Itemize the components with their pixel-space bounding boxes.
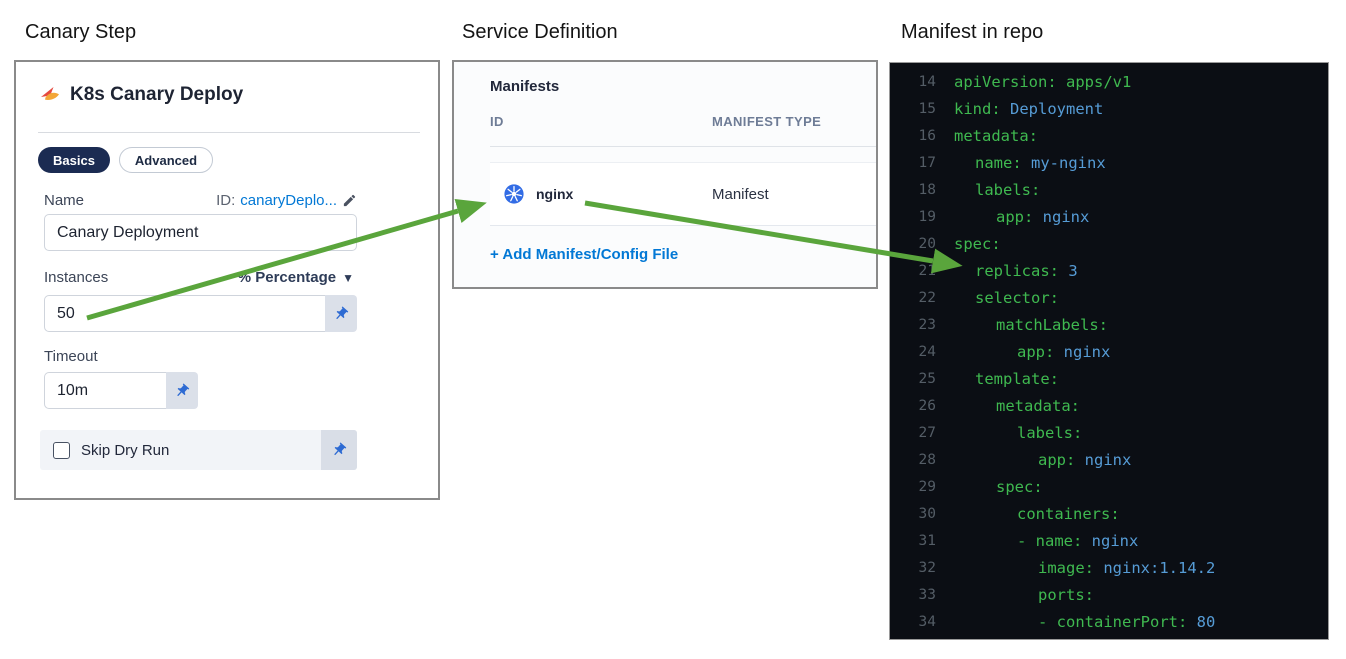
manifest-id: nginx <box>536 186 574 202</box>
skip-dry-run-label: Skip Dry Run <box>81 441 170 459</box>
manifests-title: Manifests <box>490 78 560 95</box>
timeout-pin-button[interactable] <box>166 372 198 409</box>
title-divider <box>38 132 420 133</box>
name-label: Name <box>44 192 85 209</box>
pin-icon <box>177 383 190 396</box>
manifest-type: Manifest <box>712 185 769 203</box>
manifest-row-nginx[interactable]: nginx Manifest <box>490 162 876 226</box>
chevron-down-icon: ▼ <box>342 270 354 285</box>
tab-basics[interactable]: Basics <box>38 147 110 173</box>
pin-icon <box>336 306 349 319</box>
unit-type-dropdown[interactable]: % Percentage ▼ <box>238 269 354 286</box>
code-line: 34- containerPort: 80 <box>918 613 1216 631</box>
canary-deploy-icon <box>41 87 59 100</box>
table-header-divider <box>490 146 876 147</box>
timeout-input[interactable] <box>44 372 166 409</box>
tab-bar: Basics Advanced <box>38 147 214 173</box>
heading-service-definition: Service Definition <box>462 21 618 43</box>
skip-dry-run-checkbox[interactable] <box>53 441 70 459</box>
card-title: K8s Canary Deploy <box>70 84 244 105</box>
skip-dry-run-pin-button[interactable] <box>321 430 357 470</box>
instances-pin-button[interactable] <box>325 295 357 332</box>
instances-input[interactable] <box>44 295 325 332</box>
canary-step-card: K8s Canary Deploy Basics Advanced Name I… <box>14 60 440 500</box>
id-value: canaryDeplo... <box>240 192 337 209</box>
code-line: 31- name: nginx <box>918 532 1139 550</box>
column-header-manifest-type: MANIFEST TYPE <box>712 114 822 129</box>
manifest-id-cell: nginx <box>504 184 573 204</box>
heading-canary-step: Canary Step <box>25 21 137 43</box>
service-definition-card: Manifests ID MANIFEST TYPE <box>452 60 878 289</box>
pin-icon <box>334 442 347 455</box>
add-manifest-link[interactable]: + Add Manifest/Config File <box>490 246 679 263</box>
heading-manifest-in-repo: Manifest in repo <box>901 21 1044 43</box>
instances-label: Instances <box>44 269 109 286</box>
kubernetes-icon <box>504 184 524 204</box>
step-id-link[interactable]: ID: canaryDeplo... <box>216 192 357 209</box>
edit-pencil-icon[interactable] <box>342 193 357 208</box>
skip-dry-run-row: Skip Dry Run <box>40 430 357 470</box>
name-input[interactable] <box>44 214 357 251</box>
unit-type-value: % Percentage <box>237 269 337 286</box>
column-header-id: ID <box>490 114 504 129</box>
tab-advanced[interactable]: Advanced <box>118 147 214 173</box>
id-prefix: ID: <box>216 192 236 209</box>
timeout-label: Timeout <box>44 348 98 365</box>
